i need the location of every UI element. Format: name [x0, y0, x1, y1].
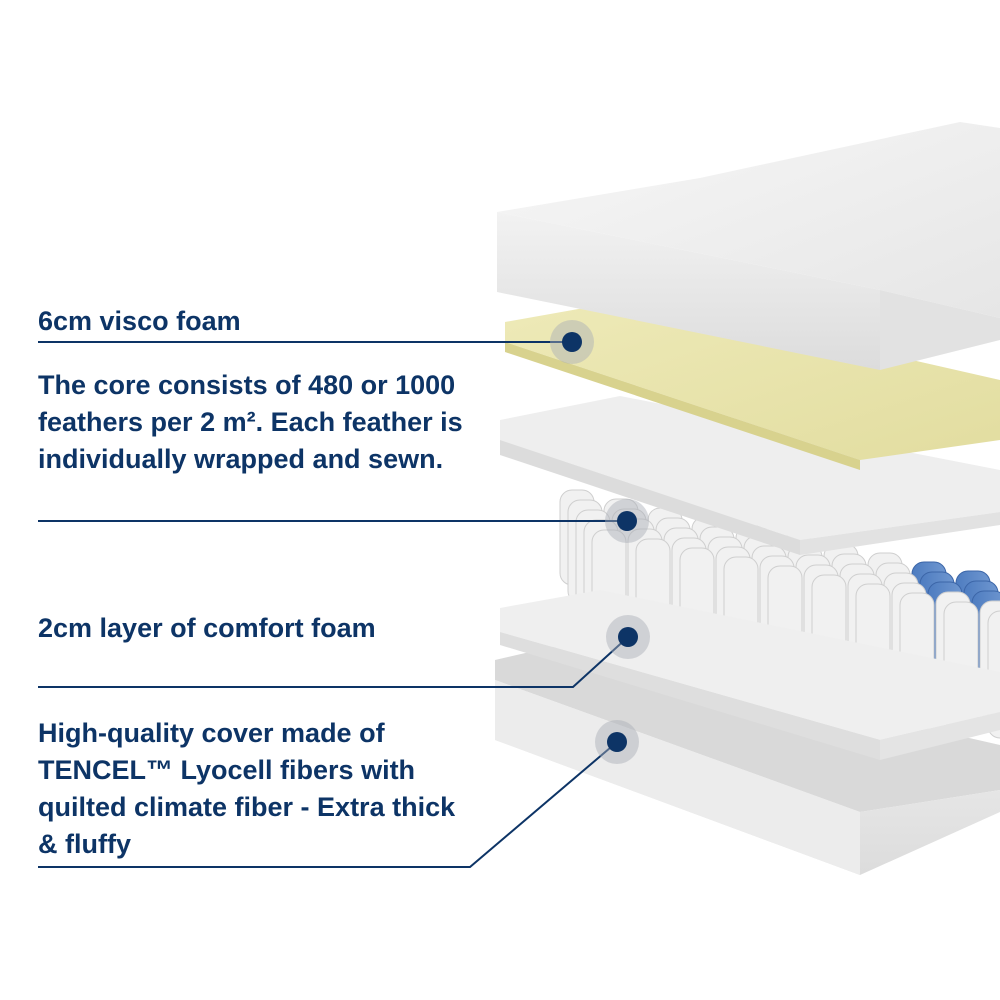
callout-line-comfort — [38, 636, 629, 688]
top-cover-layer — [497, 122, 1000, 370]
callout-dot-comfort — [618, 627, 638, 647]
label-comfort-foam: 2cm layer of comfort foam — [38, 613, 376, 643]
callout-lines — [38, 341, 629, 868]
label-cover: High-quality cover made of TENCEL™ Lyoce… — [38, 718, 456, 859]
visco-foam-layer — [505, 298, 1000, 470]
callout-dot-core — [617, 511, 637, 531]
bottom-cover-layer — [495, 645, 1000, 875]
label-spring-core: The core consists of 480 or 1000 feather… — [38, 370, 463, 474]
callout-dots — [550, 320, 650, 764]
label-visco-foam: 6cm visco foam — [38, 306, 241, 336]
white-foam-layer — [500, 396, 1000, 555]
callout-line-cover — [38, 741, 618, 868]
callout-dot-visco — [562, 332, 582, 352]
callout-dot-cover — [607, 732, 627, 752]
